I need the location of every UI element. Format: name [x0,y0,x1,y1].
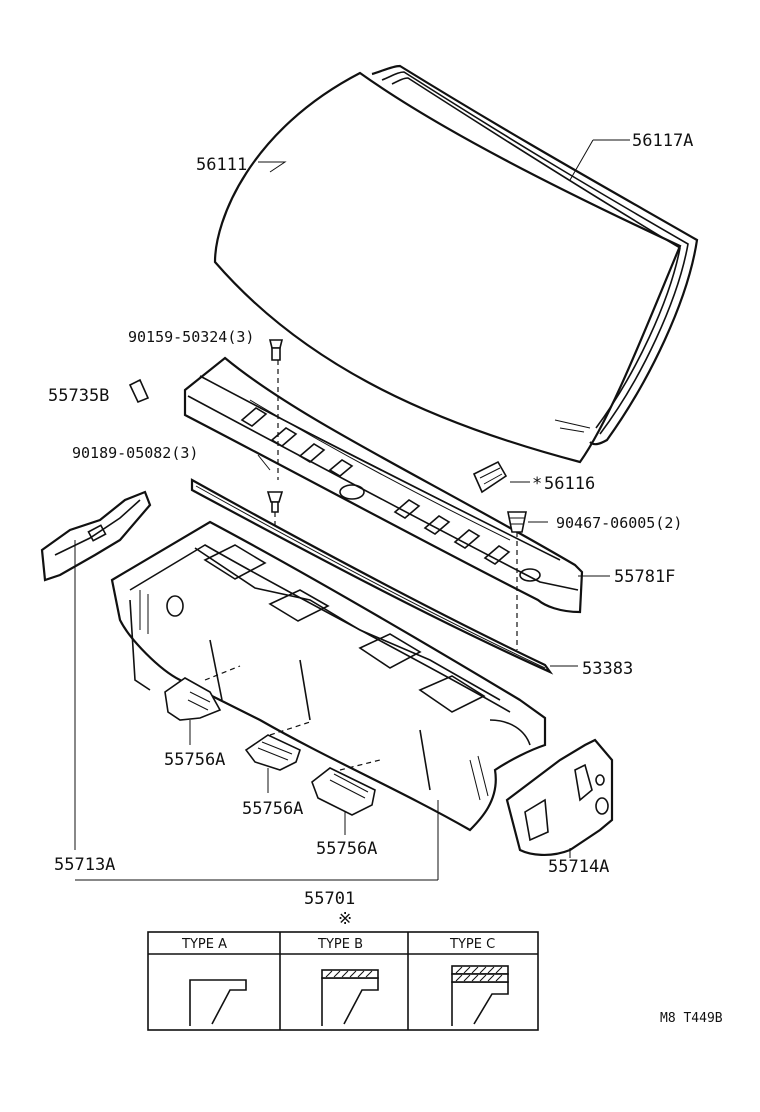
label-56117A: 56117A [632,131,693,151]
label-55756A-2: 55756A [242,799,303,819]
label-55735B: 55735B [48,386,109,406]
label-55781F: 55781F [614,567,675,587]
insulator-1 [164,677,222,721]
dash-panel [110,520,547,832]
label-55756A-1: 55756A [164,750,225,770]
label-55714A: 55714A [548,857,609,877]
insulator-3 [311,767,376,816]
label-90467-06005: 90467-06005(2) [556,514,682,532]
label-90159-50324: 90159-50324(3) [128,328,254,346]
windshield-glass [213,71,682,464]
leader-lines [74,139,630,881]
note-mark: ※ [338,909,352,929]
clip-90467 [507,511,527,533]
figure-code: M8 T449B [660,1011,723,1026]
insulator-2 [244,734,301,771]
label-56111: 56111 [196,155,247,175]
type-a-profile [189,979,247,1026]
star-mark: * [532,474,542,494]
clip-90189 [266,491,284,513]
label-55756A-3: 55756A [316,839,377,859]
side-bracket-left [40,490,152,582]
label-53383: 53383 [582,659,633,679]
bracket-56116 [472,460,508,494]
type-b-profile [321,969,379,1026]
type-c-profile [451,965,509,1026]
pad-55735B [128,378,150,404]
label-90189-05082: 90189-05082(3) [72,444,198,462]
cowl-top-ventilator-panel [183,356,584,614]
windshield-moulding [371,64,699,446]
label-55701: 55701 [304,889,355,909]
type-table: TYPE A TYPE B TYPE C [147,931,539,1031]
type-b-header: TYPE B [317,937,363,952]
type-c-header: TYPE C [449,937,495,952]
label-56116: 56116 [544,474,595,494]
type-a-header: TYPE A [181,937,227,952]
label-55713A: 55713A [54,855,115,875]
clip-90159 [268,339,284,361]
side-panel-right [505,738,614,856]
weatherstrip [190,478,554,675]
